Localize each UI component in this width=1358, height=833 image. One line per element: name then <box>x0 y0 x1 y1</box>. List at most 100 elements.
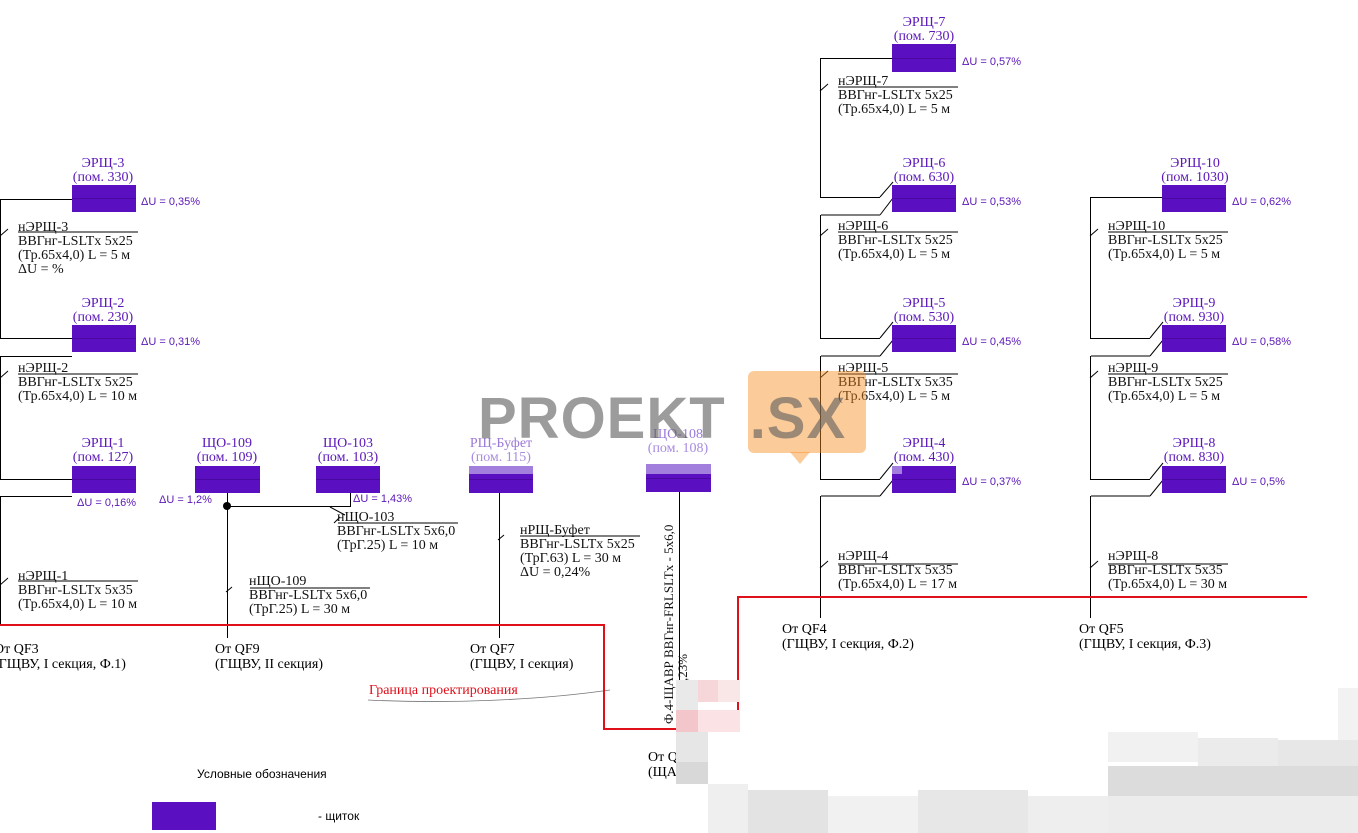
wire-to-erp2 <box>0 338 72 339</box>
panel-erp5-name: ЭРЩ-5 <box>902 296 946 311</box>
wire-left-riser-upper <box>0 199 1 339</box>
cable-erp4-type: ВВГнг-LSLTx 5x35 <box>838 563 953 578</box>
cable-erp8-id: нЭРЩ-8 <box>1108 549 1159 564</box>
panel-erp4-du: ΔU = 0,37% <box>962 476 1022 488</box>
wire-b-riser-1 <box>1090 197 1091 339</box>
panel-buf-room: (пом. 115) <box>471 450 531 465</box>
cable-erp7-length: (Тр.65x4,0) L = 5 м <box>838 102 951 117</box>
feed-qf3: От QF3 (ГЩВУ, I секция, Ф.1) <box>0 642 126 672</box>
feed-qf7-source: От QF7 <box>470 642 515 657</box>
panel-erp1-du: ΔU = 0,16% <box>77 497 137 509</box>
cable-erp1-type: ВВГнг-LSLTx 5x35 <box>18 583 133 598</box>
panel-erp5-du: ΔU = 0,45% <box>962 336 1022 348</box>
cable-buf-label: нРЩ-Буфет ВВГнг-LSLTx 5x25 (ТрГ.63) L = … <box>520 524 635 580</box>
boundary-line-bottom <box>603 728 739 730</box>
feed-qf5: От QF5 (ГЩВУ, I секция, Ф.3) <box>1079 622 1211 652</box>
cable-erp8-label: нЭРЩ-8 ВВГнг-LSLTx 5x35 (Тр.65x4,0) L = … <box>1108 550 1227 592</box>
cable-erp6-length: (Тр.65x4,0) L = 5 м <box>838 247 951 262</box>
panel-erp8[interactable] <box>1162 466 1226 493</box>
feed-qf7: От QF7 (ГЩВУ, I секция) <box>470 642 573 672</box>
panel-erp3-du: ΔU = 0,35% <box>141 196 201 208</box>
cable-erp4-id: нЭРЩ-4 <box>838 549 889 564</box>
panel-erp5-room: (пом. 530) <box>893 310 955 325</box>
cable-erp7-type: ВВГнг-LSLTx 5x25 <box>838 88 953 103</box>
feed-qf4-section: (ГЩВУ, I секция, Ф.2) <box>782 637 914 652</box>
wire-b-riser-2 <box>1090 356 1091 480</box>
cable-sho103-id: нЩО-103 <box>337 510 395 525</box>
wire-to-erp1 <box>0 479 72 480</box>
boundary-line-right <box>737 596 1307 598</box>
cable-erp7-id: нЭРЩ-7 <box>838 74 889 89</box>
feed-qf5-source: От QF5 <box>1079 622 1124 637</box>
panel-sho109-du: ΔU = 1,2% <box>159 494 212 506</box>
wire-a-riser-4 <box>820 496 821 618</box>
pixelated-area <box>676 680 1358 833</box>
panel-erp6[interactable] <box>892 185 956 212</box>
cable-erp9-id: нЭРЩ-9 <box>1108 361 1159 376</box>
panel-sho103[interactable] <box>316 466 380 493</box>
watermark-main: PROEKT <box>478 386 726 451</box>
panel-erp2-room: (пом. 230) <box>72 310 134 325</box>
wire-sho109-drop <box>227 492 228 638</box>
panel-erp4-room: (пом. 430) <box>893 450 955 465</box>
panel-erp7[interactable] <box>892 44 956 72</box>
cable-sho108-vertical: Ф.4-ЩАВР ВВГнг-FRLSLTx - 5x6,0 м ΔU=0,23… <box>661 525 690 724</box>
panel-erp4[interactable] <box>892 466 956 493</box>
cable-erp7-label: нЭРЩ-7 ВВГнг-LSLTx 5x25 (Тр.65x4,0) L = … <box>838 75 953 117</box>
wire-to-erp3 <box>0 199 72 200</box>
cable-erp10-label: нЭРЩ-10 ВВГнг-LSLTx 5x25 (Тр.65x4,0) L =… <box>1108 220 1223 262</box>
feed-qf4: От QF4 (ГЩВУ, I секция, Ф.2) <box>782 622 914 652</box>
panel-erp3[interactable] <box>72 185 136 212</box>
panel-erp8-du: ΔU = 0,5% <box>1232 476 1285 488</box>
wire-a-riser-1 <box>820 58 821 198</box>
panel-erp3-name: ЭРЩ-3 <box>81 156 125 171</box>
boundary-line-left <box>0 624 604 626</box>
feed-qf7-section: (ГЩВУ, I секция) <box>470 657 574 672</box>
cable-buf-id: нРЩ-Буфет <box>520 523 590 538</box>
feed-qfx: От Q (ЩА <box>648 750 678 780</box>
wire-to-erp4-out <box>820 479 880 480</box>
wire-sho103-branch <box>227 506 351 507</box>
panel-erp10-du: ΔU = 0,62% <box>1232 196 1292 208</box>
panel-sho103-du: ΔU = 1,43% <box>353 493 413 505</box>
panel-erp10[interactable] <box>1162 185 1226 212</box>
cable-sho103-type: ВВГнг-LSLTx 5x6,0 <box>337 524 456 539</box>
cable-erp5-length: (Тр.65x4,0) L = 5 м <box>838 389 951 404</box>
cable-erp10-length: (Тр.65x4,0) L = 5 м <box>1108 247 1221 262</box>
panel-erp1[interactable] <box>72 466 136 493</box>
panel-erp3-room: (пом. 330) <box>72 170 134 185</box>
panel-sho108[interactable] <box>646 464 711 492</box>
wire-a-riser-3 <box>820 356 821 480</box>
panel-erp9[interactable] <box>1162 325 1226 352</box>
wire-to-erp7 <box>820 58 892 59</box>
cable-erp5-label: нЭРЩ-5 ВВГнг-LSLTx 5x35 (Тр.65x4,0) L = … <box>838 362 953 404</box>
legend-panel-desc: - щиток <box>318 809 360 823</box>
wire-to-erp6-out <box>820 197 880 198</box>
panel-erp6-name: ЭРЩ-6 <box>902 156 946 171</box>
cable-buf-length: (ТрГ.63) L = 30 м <box>520 551 622 566</box>
cable-erp6-type: ВВГнг-LSLTx 5x25 <box>838 233 953 248</box>
feed-qf3-source: От QF3 <box>0 642 39 657</box>
panel-erp2[interactable] <box>72 325 136 352</box>
feed-qf9-source: От QF9 <box>215 642 260 657</box>
panel-sho109[interactable] <box>195 466 260 493</box>
panel-buf[interactable] <box>469 466 533 493</box>
boundary-line-drop <box>603 624 605 730</box>
watermark-bubble <box>748 371 866 453</box>
panel-sho103-room: (пом. 103) <box>317 450 379 465</box>
panel-erp7-name: ЭРЩ-7 <box>902 15 946 30</box>
panel-sho109-name: ЩО-109 <box>202 436 252 451</box>
panel-erp8-name: ЭРЩ-8 <box>1172 436 1216 451</box>
wire-b-riser-3 <box>1090 496 1091 618</box>
cable-erp3-type: ВВГнг-LSLTx 5x25 <box>18 234 133 249</box>
wire-sho103-up <box>350 492 351 507</box>
panel-buf-name: РЩ-Буфет <box>469 436 533 451</box>
wire-a-riser-2 <box>820 215 821 339</box>
panel-erp8-room: (пом. 830) <box>1163 450 1225 465</box>
wire-b-out-8 <box>1090 479 1150 480</box>
feed-qf3-section: (ГЩВУ, I секция, Ф.1) <box>0 657 126 672</box>
panel-erp5[interactable] <box>892 325 956 352</box>
panel-erp2-name: ЭРЩ-2 <box>81 296 125 311</box>
cable-erp3-du: ΔU = % <box>18 262 64 277</box>
watermark-ext: .SX <box>749 386 847 451</box>
